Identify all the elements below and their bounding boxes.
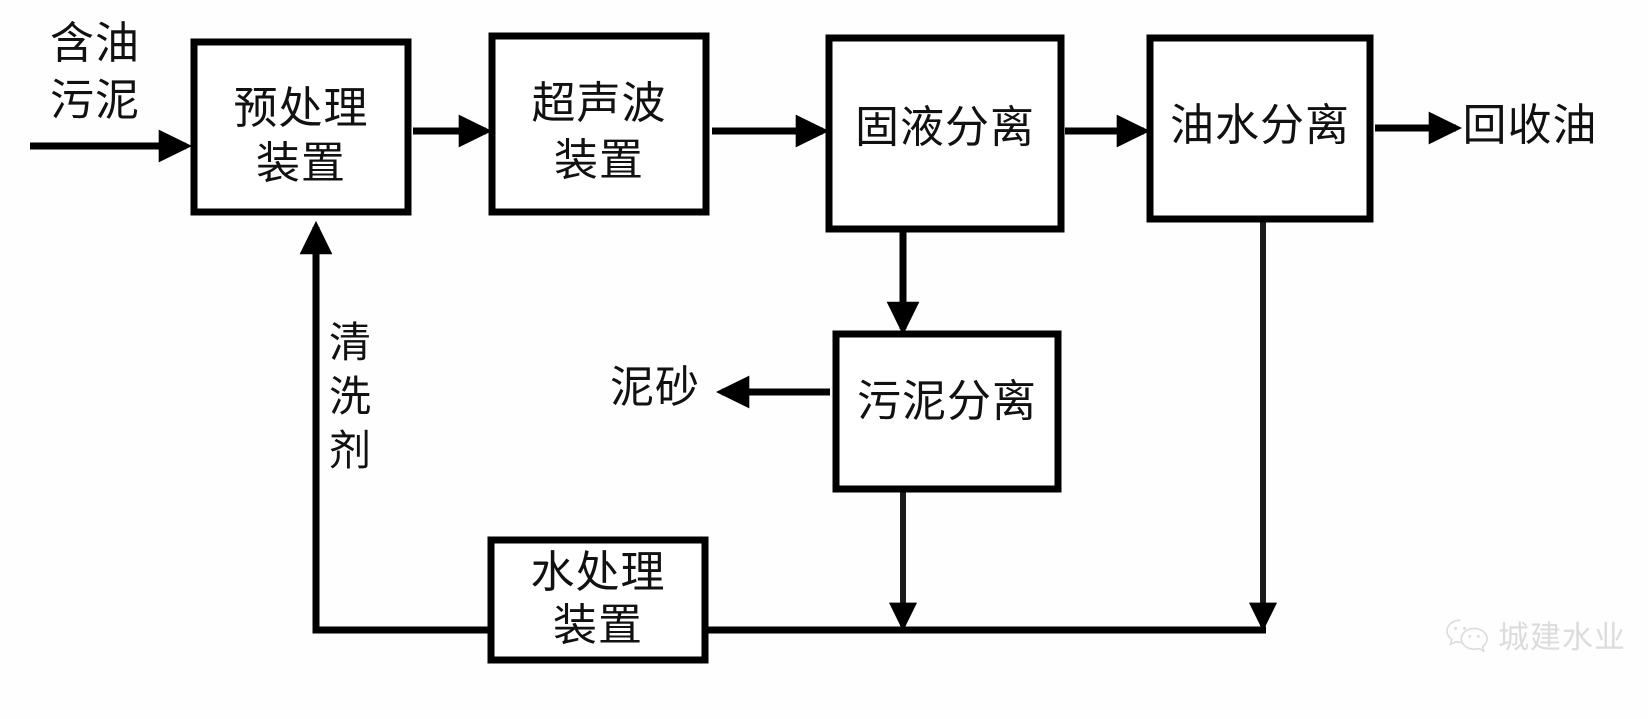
node-oil-water-label: 油水分离 xyxy=(1170,101,1350,150)
node-sludge-separation[interactable] xyxy=(832,330,1062,493)
label-input-sludge-line1: 含油 xyxy=(50,19,140,68)
edge-watertreat-to-pretreat xyxy=(299,220,491,634)
node-ultrasonic-label-line2: 装置 xyxy=(554,136,644,185)
node-water-treatment-device[interactable] xyxy=(487,536,709,664)
label-detergent-char-1: 清 xyxy=(329,321,371,367)
node-water-treatment-label-line1: 水处理 xyxy=(531,548,666,597)
node-oil-water-separation[interactable] xyxy=(1146,34,1374,223)
label-recovered-oil: 回收油 xyxy=(1463,101,1598,150)
node-pretreatment-device[interactable] xyxy=(190,38,412,216)
label-detergent-char-2: 洗 xyxy=(329,375,371,421)
node-pretreatment-label-line1: 预处理 xyxy=(234,84,369,133)
label-mud-sand: 泥砂 xyxy=(610,363,700,412)
node-solid-liquid-label: 固液分离 xyxy=(855,103,1035,152)
node-water-treatment-label-line2: 装置 xyxy=(553,601,643,650)
label-detergent-char-3: 剂 xyxy=(329,429,371,475)
label-input-sludge-line2: 污泥 xyxy=(50,76,140,125)
node-pretreatment-label-line2: 装置 xyxy=(256,139,346,188)
node-solid-liquid-separation[interactable] xyxy=(825,34,1065,233)
node-sludge-separation-label: 污泥分离 xyxy=(857,377,1037,426)
node-ultrasonic-device[interactable] xyxy=(488,32,710,216)
node-ultrasonic-label-line1: 超声波 xyxy=(532,79,667,128)
